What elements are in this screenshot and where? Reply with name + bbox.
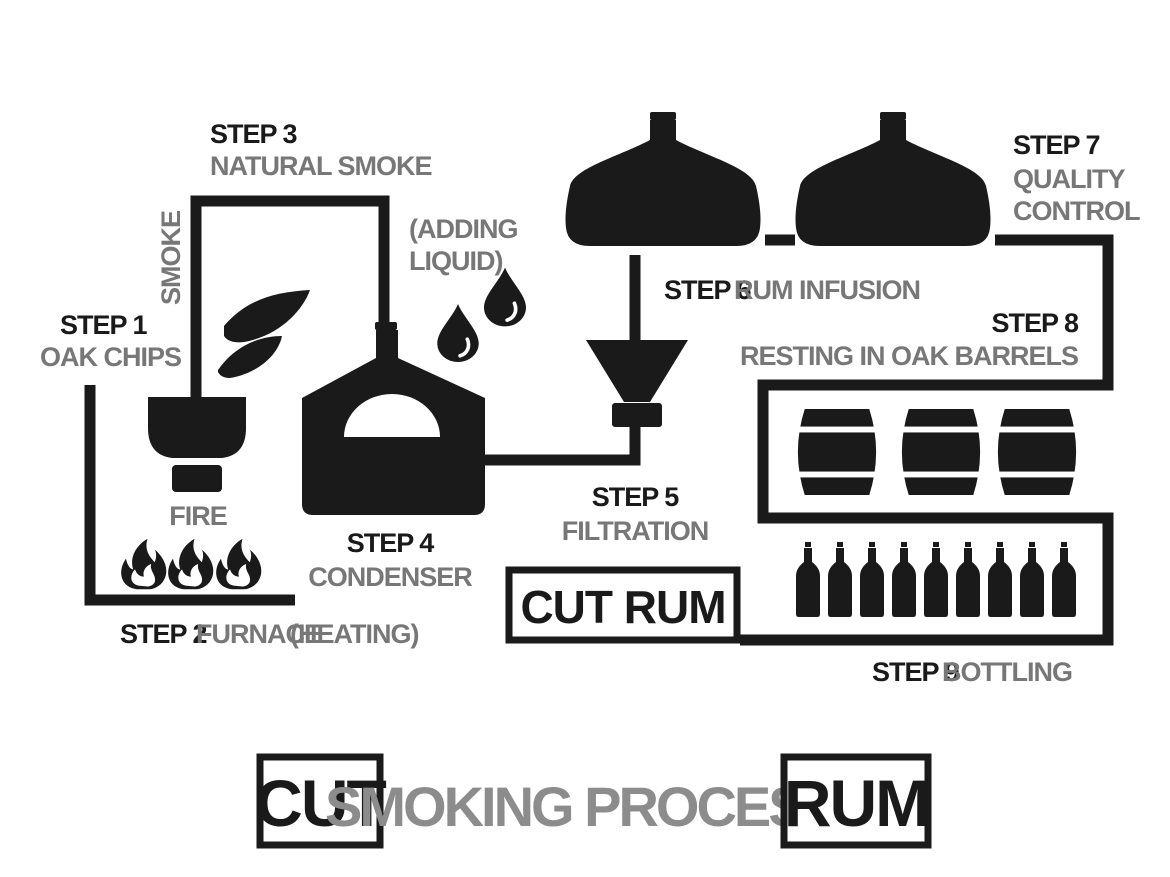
step9-name: BOTTLING	[942, 657, 1072, 687]
filter-funnel-icon	[586, 340, 688, 427]
bottle-icon	[860, 542, 884, 617]
step2-note: (HEATING)	[290, 619, 418, 649]
footer-logo: CUT SMOKING PROCESS RUM	[255, 753, 932, 849]
footer-rum: RUM	[784, 766, 928, 840]
adding-liquid-line1: (ADDING	[409, 214, 518, 244]
furnace-hopper-icon	[148, 397, 246, 492]
step5-name: FILTRATION	[562, 516, 708, 546]
barrel-icon	[993, 408, 1081, 496]
smoke-label: SMOKE	[156, 211, 186, 305]
step9-number: STEP 9	[872, 657, 960, 687]
flame-icon	[121, 538, 167, 590]
step4-name: CONDENSER	[308, 562, 472, 592]
footer-smoking-process: SMOKING PROCESS	[325, 775, 839, 838]
step7-number: STEP 7	[1013, 130, 1100, 160]
footer-cut: CUT	[255, 766, 386, 840]
bottle-icon	[892, 542, 916, 617]
smoke-icon	[218, 290, 310, 378]
cut-rum-label: CUT RUM	[520, 581, 725, 633]
tank-icon	[565, 112, 761, 246]
condenser-to-filter-pipe	[478, 425, 641, 466]
step3-name: NATURAL SMOKE	[210, 151, 432, 181]
fire-label: FIRE	[169, 501, 227, 531]
quality-control-pipe	[740, 234, 1114, 646]
bottle-icon	[1020, 542, 1044, 617]
flame-icon	[216, 538, 262, 590]
step1-number: STEP 1	[60, 310, 148, 340]
step6-name: RUM INFUSION	[734, 275, 920, 305]
bottles-row	[796, 542, 1076, 617]
step6-number: STEP 6	[664, 275, 752, 305]
cut-rum-box	[505, 566, 741, 644]
furnace-flames	[121, 538, 262, 590]
droplet-icon	[484, 268, 526, 327]
step1-name: OAK CHIPS	[40, 342, 181, 372]
adding-liquid-line2: LIQUID)	[409, 246, 503, 276]
step5-number: STEP 5	[592, 482, 680, 512]
tank-icon	[795, 112, 991, 246]
barrel-icon	[897, 408, 985, 496]
barrel-icon	[793, 408, 881, 496]
oak-chips-feed-pipe	[84, 385, 295, 606]
bottle-icon	[988, 542, 1012, 617]
step3-number: STEP 3	[210, 119, 298, 149]
bottle-icon	[956, 542, 980, 617]
flame-icon	[168, 538, 214, 590]
step4-number: STEP 4	[347, 528, 435, 558]
condenser-still-icon	[302, 322, 485, 515]
bottle-icon	[1052, 542, 1076, 617]
step7-name-line2: CONTROL	[1013, 196, 1140, 226]
step7-name-line1: QUALITY	[1013, 164, 1125, 194]
bottle-icon	[828, 542, 852, 617]
step8-number: STEP 8	[991, 308, 1079, 338]
step8-name: RESTING IN OAK BARRELS	[740, 341, 1078, 371]
bottle-icon	[796, 542, 820, 617]
step2-number: STEP 2	[120, 619, 207, 649]
bottle-icon	[924, 542, 948, 617]
step2-name: FURNACE	[196, 619, 321, 649]
smoke-pipe	[190, 195, 390, 400]
droplet-icon	[437, 304, 479, 362]
